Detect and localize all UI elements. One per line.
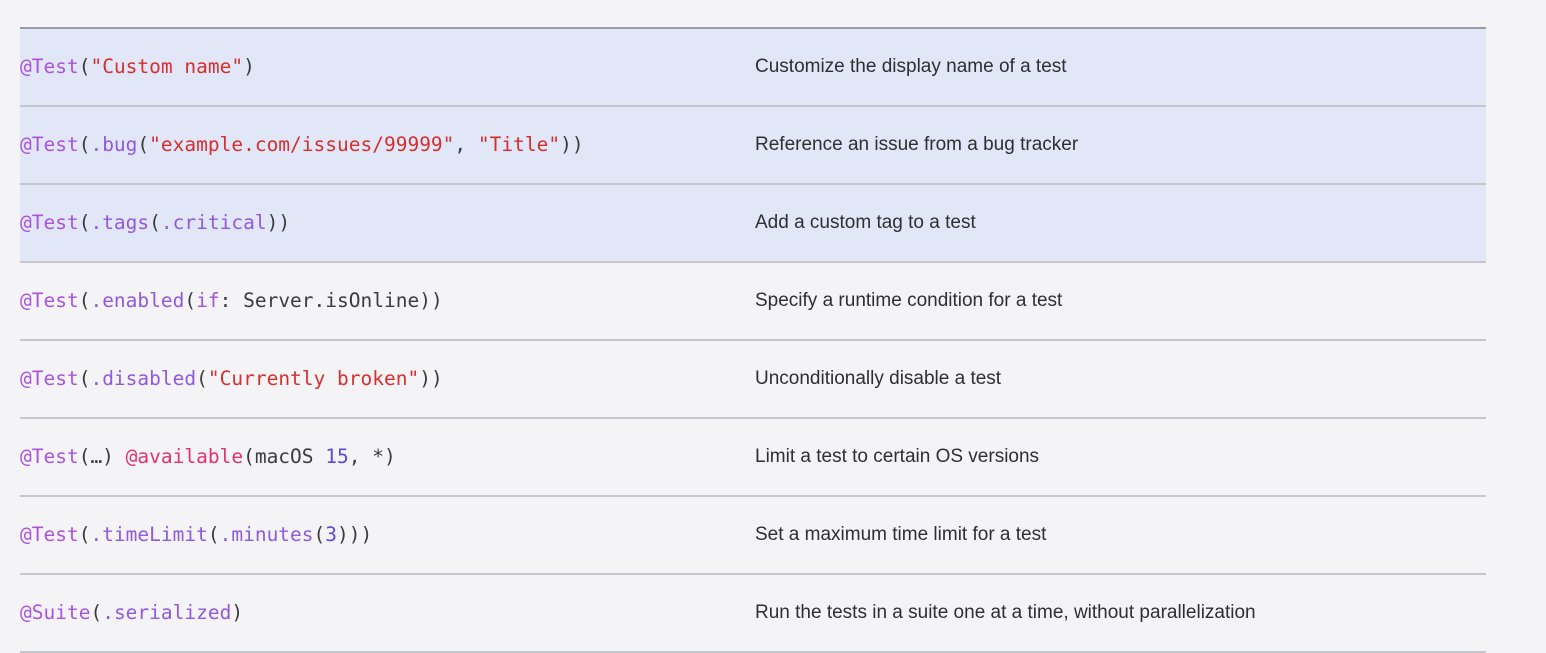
trait-description-cell: Add a custom tag to a test bbox=[755, 184, 1486, 263]
code-token-member: .enabled bbox=[90, 288, 185, 312]
trait-description-cell: Reference an issue from a bug tracker bbox=[755, 106, 1486, 185]
code-token-member: .minutes bbox=[219, 522, 314, 546]
table-row: @Test(.disabled("Currently broken"))Unco… bbox=[20, 340, 1486, 419]
traits-table-body: @Test("Custom name")Customize the displa… bbox=[20, 27, 1486, 653]
trait-code-cell: @Test(.enabled(if: Server.isOnline)) bbox=[20, 262, 755, 341]
code-token-punct: ( bbox=[78, 288, 91, 312]
code-token-punct: ( bbox=[184, 288, 197, 312]
code-token-punct: )) bbox=[419, 366, 443, 390]
trait-code: @Test(.timeLimit(.minutes(3))) bbox=[20, 523, 755, 547]
trait-code: @Test(.enabled(if: Server.isOnline)) bbox=[20, 289, 755, 313]
trait-description-cell: Limit a test to certain OS versions bbox=[755, 418, 1486, 497]
trait-description: Run the tests in a suite one at a time, … bbox=[755, 601, 1256, 623]
code-token-punct: ( bbox=[78, 132, 91, 156]
code-token-kw: if bbox=[196, 288, 220, 312]
table-row: @Test(.tags(.critical))Add a custom tag … bbox=[20, 184, 1486, 263]
code-token-member: .disabled bbox=[90, 366, 197, 390]
table-row: @Suite(.serialized)Run the tests in a su… bbox=[20, 574, 1486, 653]
code-token-plain: macOS bbox=[254, 444, 326, 468]
code-token-member: .bug bbox=[90, 132, 138, 156]
code-token-attr: @Test bbox=[20, 444, 79, 468]
table-row: @Test("Custom name")Customize the displa… bbox=[20, 27, 1486, 107]
code-token-plain: * bbox=[372, 444, 384, 468]
code-token-punct: , bbox=[454, 132, 478, 156]
code-token-punct: , bbox=[348, 444, 373, 468]
code-token-punct: )) bbox=[266, 210, 291, 234]
code-token-string: "Custom name" bbox=[90, 54, 244, 78]
trait-code-cell: @Test(.disabled("Currently broken")) bbox=[20, 340, 755, 419]
code-token-string: "example.com/issues/99999" bbox=[149, 132, 455, 156]
code-token-punct: (…) bbox=[78, 444, 126, 468]
code-token-number: 3 bbox=[325, 522, 338, 546]
code-token-punct: ( bbox=[243, 444, 255, 468]
code-token-member: .critical bbox=[160, 210, 267, 234]
code-token-punct: ( bbox=[149, 210, 161, 234]
code-token-attr: @Test bbox=[20, 54, 79, 78]
code-token-member: .timeLimit bbox=[90, 522, 208, 546]
table-row: @Test(.timeLimit(.minutes(3)))Set a maxi… bbox=[20, 496, 1486, 575]
trait-code-cell: @Test(.tags(.critical)) bbox=[20, 184, 755, 263]
trait-description: Reference an issue from a bug tracker bbox=[755, 133, 1079, 155]
trait-code-cell: @Test(…) @available(macOS 15, *) bbox=[20, 418, 755, 497]
code-token-punct: ))) bbox=[337, 522, 373, 546]
code-token-member: .tags bbox=[90, 210, 150, 234]
table-row: @Test(.bug("example.com/issues/99999", "… bbox=[20, 106, 1486, 185]
code-token-string: "Currently broken" bbox=[207, 366, 420, 390]
code-token-punct: ( bbox=[137, 132, 150, 156]
traits-table: @Test("Custom name")Customize the displa… bbox=[20, 27, 1486, 653]
code-token-punct: ) bbox=[243, 54, 255, 78]
code-token-attr: @Test bbox=[20, 366, 79, 390]
trait-code-cell: @Test(.timeLimit(.minutes(3))) bbox=[20, 496, 755, 575]
code-token-member: .serialized bbox=[102, 600, 232, 624]
code-token-punct: )) bbox=[560, 132, 584, 156]
trait-description-cell: Unconditionally disable a test bbox=[755, 340, 1486, 419]
trait-description-cell: Set a maximum time limit for a test bbox=[755, 496, 1486, 575]
code-token-attr: @Test bbox=[20, 288, 79, 312]
code-token-avail: @available bbox=[125, 444, 244, 468]
traits-reference-page: @Test("Custom name")Customize the displa… bbox=[20, 27, 1486, 653]
trait-description: Customize the display name of a test bbox=[755, 55, 1067, 77]
trait-code-cell: @Test("Custom name") bbox=[20, 27, 755, 107]
code-token-attr: @Suite bbox=[20, 600, 91, 624]
trait-description: Limit a test to certain OS versions bbox=[755, 445, 1040, 467]
code-token-attr: @Test bbox=[20, 132, 79, 156]
table-row: @Test(…) @available(macOS 15, *)Limit a … bbox=[20, 418, 1486, 497]
trait-description-cell: Specify a runtime condition for a test bbox=[755, 262, 1486, 341]
trait-code-cell: @Suite(.serialized) bbox=[20, 574, 755, 653]
code-token-punct: ( bbox=[78, 522, 91, 546]
trait-description: Set a maximum time limit for a test bbox=[755, 523, 1047, 545]
code-token-attr: @Test bbox=[20, 210, 79, 234]
code-token-punct: ) bbox=[231, 600, 244, 624]
trait-code: @Test(.disabled("Currently broken")) bbox=[20, 367, 755, 391]
trait-code: @Test(.tags(.critical)) bbox=[20, 211, 755, 235]
trait-description-cell: Run the tests in a suite one at a time, … bbox=[755, 574, 1486, 653]
code-token-punct: )) bbox=[419, 288, 443, 312]
code-token-punct: : bbox=[219, 288, 244, 312]
trait-description: Add a custom tag to a test bbox=[755, 211, 976, 233]
trait-description: Specify a runtime condition for a test bbox=[755, 289, 1063, 311]
code-token-punct: ( bbox=[313, 522, 326, 546]
code-token-punct: ) bbox=[384, 444, 396, 468]
trait-code: @Test("Custom name") bbox=[20, 55, 755, 79]
code-token-punct: ( bbox=[196, 366, 208, 390]
trait-code: @Test(.bug("example.com/issues/99999", "… bbox=[20, 133, 755, 157]
trait-description-cell: Customize the display name of a test bbox=[755, 27, 1486, 107]
trait-description: Unconditionally disable a test bbox=[755, 367, 1002, 389]
table-row: @Test(.enabled(if: Server.isOnline))Spec… bbox=[20, 262, 1486, 341]
code-token-plain: Server.isOnline bbox=[243, 288, 420, 312]
code-token-punct: ( bbox=[78, 54, 91, 78]
code-token-punct: ( bbox=[78, 210, 91, 234]
trait-code: @Test(…) @available(macOS 15, *) bbox=[20, 445, 755, 469]
code-token-punct: ( bbox=[90, 600, 103, 624]
code-token-punct: ( bbox=[78, 366, 91, 390]
trait-code: @Suite(.serialized) bbox=[20, 601, 755, 625]
code-token-attr: @Test bbox=[20, 522, 79, 546]
code-token-number: 15 bbox=[325, 444, 349, 468]
code-token-string: "Title" bbox=[477, 132, 561, 156]
code-token-punct: ( bbox=[207, 522, 220, 546]
trait-code-cell: @Test(.bug("example.com/issues/99999", "… bbox=[20, 106, 755, 185]
